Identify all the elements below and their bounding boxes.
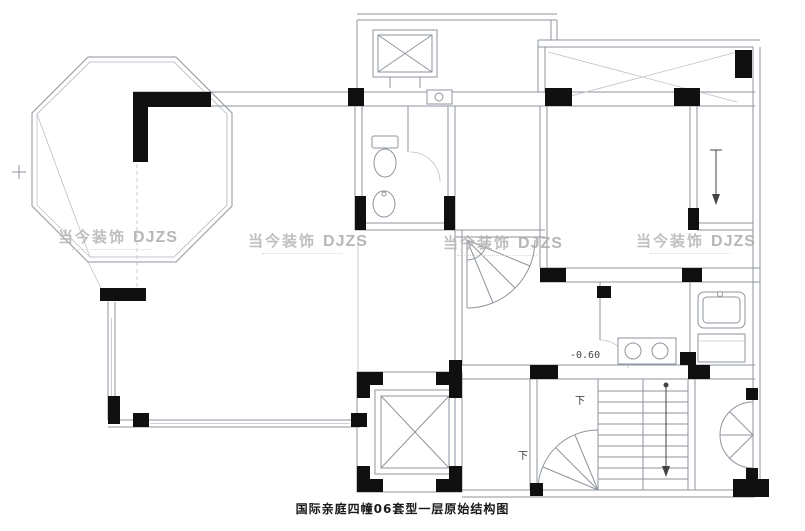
- water-heater-dial: [434, 92, 444, 102]
- level-label: -0.60: [570, 350, 600, 361]
- stair-arrow-head: [662, 466, 670, 477]
- watermark: 当今装饰 DJZS: [443, 234, 563, 256]
- elevator: [356, 371, 463, 493]
- watermark-text-cn: 当今装饰: [443, 234, 512, 252]
- section-arrow: [710, 149, 722, 205]
- structural-columns: [100, 50, 769, 497]
- wash-basin: [372, 190, 396, 218]
- toilet-bowl: [373, 148, 397, 178]
- watermark-text-cn: 当今装饰: [248, 232, 317, 250]
- beam-diagonals: [547, 51, 738, 103]
- watermark-text-cn: 当今装饰: [636, 232, 705, 250]
- watermark-text-en: DJZS: [323, 233, 368, 250]
- down-label-lower: 下: [518, 451, 528, 462]
- watermark-text-cn: 当今装饰: [58, 228, 127, 246]
- watermark: 当今装饰 DJZS: [58, 228, 178, 250]
- staircase: [537, 382, 688, 491]
- kitchen-sink-basin: [702, 296, 741, 324]
- sink-faucet: [717, 291, 723, 297]
- basin-faucet: [381, 191, 387, 197]
- watermark-text-en: DJZS: [711, 233, 756, 250]
- kitchen-fixtures: [617, 291, 746, 365]
- shaft: [372, 29, 438, 78]
- bathroom-fixtures: [371, 89, 453, 218]
- fan-stair: [466, 239, 536, 309]
- down-label-upper: 下: [575, 396, 585, 407]
- outer-walls: [12, 13, 761, 498]
- stove-burner: [651, 342, 669, 360]
- door-arcs: [409, 151, 629, 369]
- toilet-tank: [371, 135, 399, 149]
- counter-unit: [697, 333, 746, 363]
- watermark-text-en: DJZS: [133, 229, 178, 246]
- watermark: 当今装饰 DJZS: [636, 232, 756, 254]
- stove-burner: [624, 342, 642, 360]
- watermark: 当今装饰 DJZS: [248, 232, 368, 254]
- drawing-title: 国际亲庭四幢06套型一层原始结构图: [295, 502, 510, 516]
- watermark-text-en: DJZS: [518, 235, 563, 252]
- curved-balcony: [719, 401, 754, 469]
